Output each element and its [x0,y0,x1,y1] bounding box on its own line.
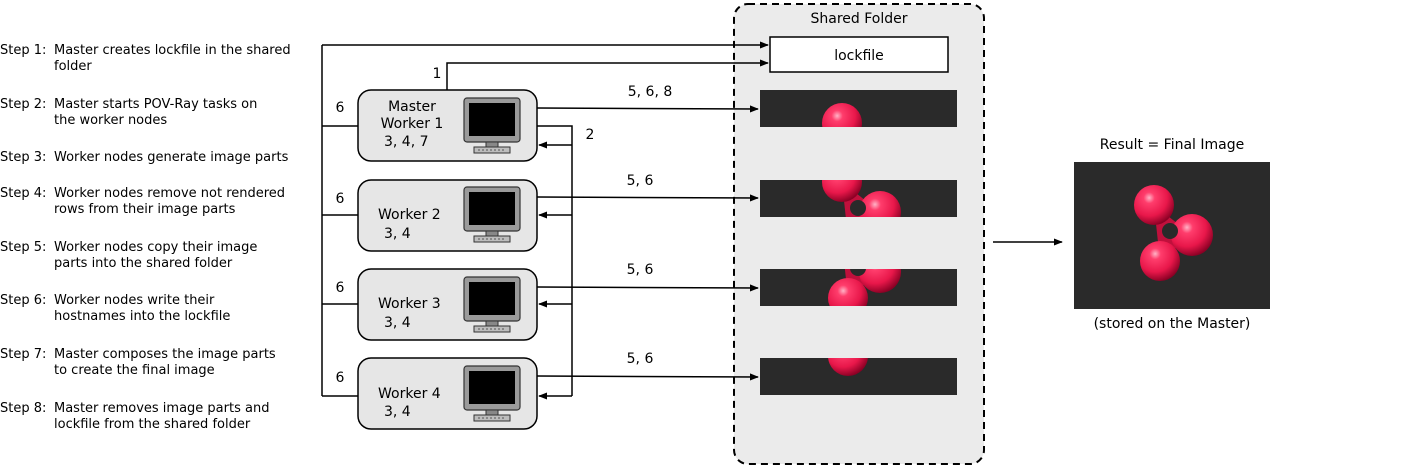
step-text: Master creates lockfile in the shared fo… [54,43,291,74]
edge-label: 1 [433,66,442,82]
edge-label: 6 [336,280,345,296]
image-part-3 [760,269,957,306]
start-tasks-bus [537,125,573,400]
node-worker2-steps: 3, 4 [384,226,411,242]
shared-folder-title: Shared Folder [810,11,907,27]
lockfile-create-arrow [446,59,769,90]
step-text: Worker nodes write their hostnames into … [54,293,231,324]
image-part-2 [760,180,957,217]
edge-label: 6 [336,191,345,207]
step-number: Step 4: [0,186,47,201]
step-number: Step 6: [0,293,47,308]
step-number: Step 2: [0,97,47,112]
node-master-title: Master Worker 1 [380,99,444,132]
step-number: Step 3: [0,150,47,165]
step-text: Worker nodes remove not rendered rows fr… [54,186,286,217]
step-text: Master starts POV-Ray tasks on the worke… [54,97,258,128]
step-text: Worker nodes generate image parts [54,150,289,165]
node-worker3-steps: 3, 4 [384,315,411,331]
edge-label: 2 [586,127,595,143]
edge-label: 6 [336,100,345,116]
image-part-4 [760,358,957,395]
copy-arrow-w2 [536,194,759,202]
copy-arrow-w3 [536,284,759,292]
result-caption: (stored on the Master) [1094,316,1251,332]
step-number: Step 5: [0,240,47,255]
step-text: Master removes image parts and lockfile … [54,401,270,432]
image-part-1 [760,90,957,127]
lockfile-box [769,36,949,73]
result-title: Result = Final Image [1100,137,1244,153]
final-image [1074,162,1270,309]
lockfile-label: lockfile [834,48,884,64]
edge-label: 5, 6 [627,173,654,189]
step-number: Step 7: [0,347,47,362]
node-worker3-title: Worker 3 [378,296,441,312]
step-number: Step 8: [0,401,47,416]
edge-label: 5, 6 [627,351,654,367]
copy-arrow-master [536,105,759,113]
hostname-bus [321,41,769,397]
edge-label: 5, 6, 8 [628,84,673,100]
step-text: Worker nodes copy their image parts into… [54,240,258,271]
step-number: Step 1: [0,43,47,58]
edge-label: 6 [336,370,345,386]
step-text: Master composes the image parts to creat… [54,347,276,378]
node-worker4-title: Worker 4 [378,386,441,402]
copy-arrow-w4 [536,373,759,381]
node-worker4-steps: 3, 4 [384,404,411,420]
edge-label: 5, 6 [627,262,654,278]
node-worker2-title: Worker 2 [378,207,441,223]
node-master-steps: 3, 4, 7 [384,134,429,150]
